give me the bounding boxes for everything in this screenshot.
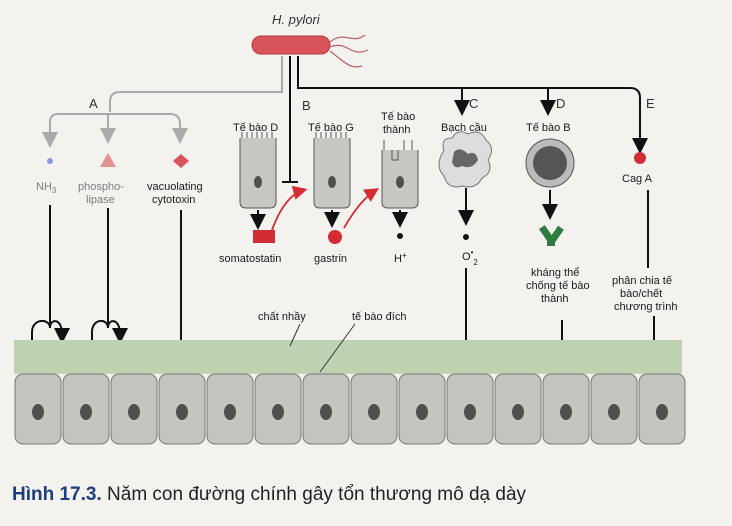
cell-nucleus (176, 404, 188, 420)
epithelial-cell (398, 373, 446, 445)
pathway-e-letter: E (646, 96, 655, 111)
superoxide-dot-icon (463, 234, 469, 240)
gastrin-label: gastrin (314, 253, 347, 265)
pathway-b-letter: B (302, 98, 311, 113)
parietal-cell-label-1: Tế bào (381, 111, 415, 123)
mucus-label: chất nhầy (258, 311, 306, 323)
b-cell-label: Tế bào B (526, 122, 571, 134)
epithelial-cell (350, 373, 398, 445)
mucus-layer (14, 340, 682, 374)
cell-nucleus (512, 404, 524, 420)
cell-nucleus (608, 404, 620, 420)
apoptosis-label-3: chương trình (614, 301, 678, 313)
epithelial-cell-row (14, 373, 686, 445)
somatostatin-to-g-arrow (271, 185, 308, 231)
vacuolating-label-1: vacuolating (147, 181, 203, 193)
cell-nucleus (416, 404, 428, 420)
pathway-a-bracket (42, 113, 188, 148)
epithelial-cell (110, 373, 158, 445)
vacuolating-label-2: cytotoxin (152, 194, 195, 206)
antibody-icon (538, 225, 564, 246)
h-plus-label: H+ (394, 251, 407, 265)
pathway-connectors (109, 56, 648, 183)
somatostatin-rect-icon (253, 230, 275, 243)
g-cell (313, 132, 351, 209)
cell-nucleus (224, 404, 236, 420)
phospholipase-label-2: lipase (86, 194, 115, 206)
phospholipase-triangle-icon (100, 153, 116, 167)
epithelial-cell (14, 373, 62, 445)
cell-nucleus (560, 404, 572, 420)
cell-nucleus (320, 404, 332, 420)
parietal-cell-label-2: thành (383, 124, 411, 136)
cell-nucleus (128, 404, 140, 420)
epithelial-cell (542, 373, 590, 445)
nh3-label: NH3 (36, 181, 57, 195)
target-cell-label: tế bào đích (352, 311, 406, 323)
mucus-pointer (289, 323, 301, 347)
caption-text: Năm con đường chính gây tổn thương mô dạ… (101, 484, 527, 505)
bacterium-label: H. pylori (272, 12, 321, 27)
epithelial-cell (206, 373, 254, 445)
cell-nucleus (80, 404, 92, 420)
epithelial-cell (254, 373, 302, 445)
g-cell-label: Tế bào G (308, 122, 354, 134)
white-blood-cell (438, 131, 492, 188)
epithelial-cell (302, 373, 350, 445)
target-cell-pointer (319, 323, 356, 373)
antibody-label-1: kháng thể (531, 267, 579, 279)
cell-nucleus (272, 404, 284, 420)
figure-number: Hình 17.3. (12, 484, 102, 505)
apoptosis-label-2: bào/chết (620, 288, 662, 300)
d-cell (239, 132, 277, 209)
epithelial-cell (158, 373, 206, 445)
apoptosis-label-1: phân chia tế (612, 275, 672, 287)
somatostatin-label: somatostatin (219, 253, 281, 265)
h-pylori-bacterium (251, 34, 369, 68)
pathway-d-letter: D (556, 96, 565, 111)
cell-nucleus (368, 404, 380, 420)
epithelial-cell (494, 373, 542, 445)
cag-a-dot-icon (634, 152, 646, 164)
pathway-a-letter: A (89, 96, 98, 111)
antibody-label-3: thành (541, 293, 569, 305)
cell-nucleus (656, 404, 668, 420)
antibody-label-2: chống tế bào (526, 280, 590, 292)
epithelial-cell (590, 373, 638, 445)
nh3-dot-icon (47, 158, 53, 164)
figure-caption: Hình 17.3. Năm con đường chính gây tổn t… (12, 484, 526, 506)
cag-a-label: Cag A (622, 173, 653, 185)
pathway-c-letter: C (469, 96, 478, 111)
white-cell-label: Bạch cầu (441, 122, 487, 134)
pathway-b-arrows (250, 210, 408, 230)
phospholipase-label-1: phospho- (78, 181, 124, 193)
parietal-cell (381, 140, 419, 209)
superoxide-label: O•2 (462, 248, 478, 267)
epithelial-cell (62, 373, 110, 445)
vacuolating-diamond-icon (173, 154, 189, 168)
epithelial-cell (638, 373, 686, 445)
d-cell-label: Tế bào D (233, 122, 278, 134)
cell-nucleus (32, 404, 44, 420)
cell-nucleus (464, 404, 476, 420)
gastrin-dot-icon (328, 230, 342, 244)
h-plus-dot-icon (397, 233, 403, 239)
epithelial-cell (446, 373, 494, 445)
gastrin-to-parietal-arrow (343, 188, 380, 229)
b-cell (525, 138, 575, 188)
